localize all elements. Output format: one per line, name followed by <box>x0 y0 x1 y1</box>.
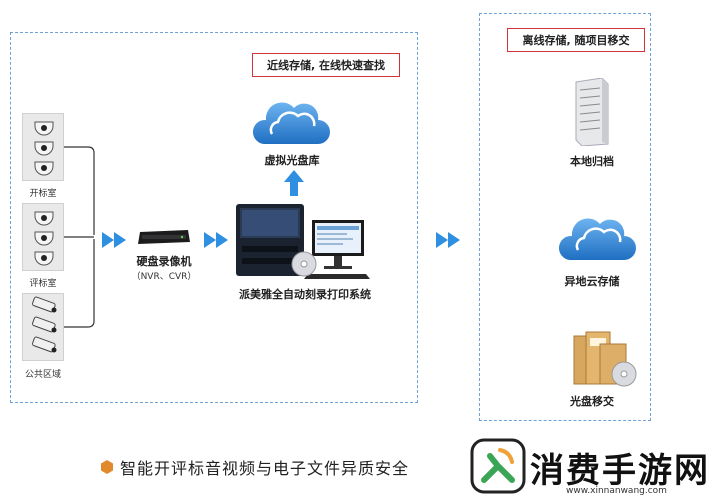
remote-cloud-label: 异地云存储 <box>564 275 620 288</box>
camera-panel-public <box>22 293 64 361</box>
watermark-text: 消费手游网 <box>530 451 710 491</box>
room1-label: 开标室 <box>29 189 57 199</box>
bullet-camera-icon <box>32 296 57 353</box>
camera-panel-room1 <box>22 113 64 181</box>
archive-box-icon <box>573 331 637 387</box>
offline-storage-callout: 离线存储, 随项目移交 <box>507 28 645 52</box>
online-region <box>10 32 418 403</box>
archive-server-icon <box>575 78 609 146</box>
disc-system-label: 派美雅全自动刻录打印系统 <box>239 288 371 301</box>
disc-transfer-label: 光盘移交 <box>570 395 614 408</box>
room2-label: 评标室 <box>29 279 57 289</box>
dome-camera-icon <box>34 121 54 176</box>
cloud-icon <box>252 102 330 144</box>
watermark-logo-icon <box>470 438 526 494</box>
nvr-sublabel: （NVR、CVR） <box>131 272 197 282</box>
hexagon-bullet-icon <box>101 460 113 474</box>
disc-publisher-icon <box>236 204 370 279</box>
double-arrow-icon <box>204 232 228 248</box>
up-arrow-icon <box>284 170 304 196</box>
footer-caption: 智能开评标音视频与电子文件异质安全 <box>120 459 410 478</box>
online-storage-callout: 近线存储, 在线快速查找 <box>252 53 400 77</box>
dome-camera-icon <box>34 211 54 266</box>
nvr-device-icon <box>138 230 190 244</box>
watermark-url: www.xinnanwang.com <box>566 486 667 496</box>
nvr-label: 硬盘录像机 <box>136 255 192 268</box>
room3-label: 公共区域 <box>24 370 61 380</box>
camera-panel-room2 <box>22 203 64 271</box>
local-archive-label: 本地归档 <box>570 155 614 168</box>
double-arrow-icon <box>436 232 460 248</box>
virtual-library-label: 虚拟光盘库 <box>264 154 320 167</box>
double-arrow-icon <box>102 232 126 248</box>
offline-region <box>479 13 651 421</box>
cloud-icon <box>558 218 636 260</box>
